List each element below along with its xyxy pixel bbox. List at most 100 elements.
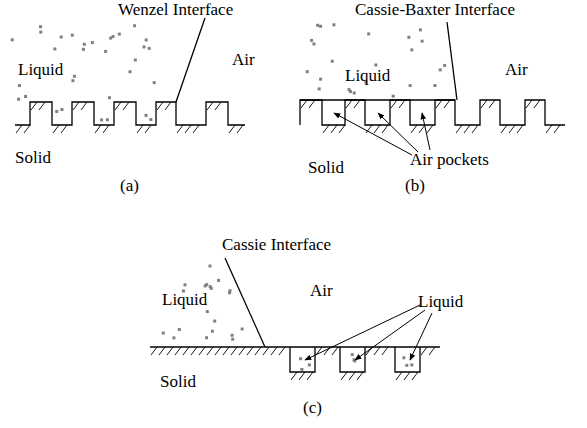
- hatch-line: [472, 125, 478, 133]
- liquid-dot: [60, 108, 63, 111]
- hatch-line: [517, 125, 523, 133]
- liquid-dot: [405, 364, 408, 367]
- hatch-line: [183, 347, 189, 355]
- liquid-dot: [18, 84, 21, 87]
- hatch-line: [159, 347, 165, 355]
- liquid-dot: [217, 279, 220, 282]
- liquid-dot: [299, 357, 302, 360]
- hatch-line: [412, 372, 418, 380]
- hatch-line: [231, 347, 237, 355]
- liquid-dot: [82, 48, 85, 51]
- liquid-dot: [206, 310, 209, 313]
- liquid-dot: [433, 84, 436, 87]
- leader-arrow: [334, 113, 412, 155]
- liquid-dot: [443, 64, 446, 67]
- hatch-line: [391, 100, 397, 108]
- hatch-line: [554, 125, 560, 133]
- leader-arrow: [422, 113, 430, 150]
- illustration-layer: [11, 18, 565, 380]
- liquid-dot: [319, 78, 322, 81]
- hatch-line: [237, 125, 243, 133]
- hatch-line: [167, 347, 173, 355]
- liquid-dot: [213, 320, 216, 323]
- liquid-dot: [73, 75, 76, 78]
- liquid-dot: [208, 265, 211, 268]
- hatch-line: [323, 125, 329, 133]
- hatch-line: [534, 100, 540, 108]
- hatch-line: [255, 347, 261, 355]
- liquid-dot: [419, 28, 422, 31]
- phase-label: Liquid: [18, 60, 63, 80]
- hatch-line: [239, 347, 245, 355]
- liquid-dot: [228, 289, 231, 292]
- hatch-line: [175, 347, 181, 355]
- interface-line: [176, 18, 205, 102]
- liquid-dot: [149, 118, 152, 121]
- hatch-line: [489, 100, 495, 108]
- liquid-dot: [184, 283, 187, 286]
- hatch-line: [301, 100, 307, 108]
- hatch-line: [444, 100, 450, 108]
- liquid-dot: [402, 356, 405, 359]
- hatch-line: [16, 125, 22, 133]
- interface-title: Wenzel Interface: [118, 0, 233, 20]
- hatch-line: [207, 347, 213, 355]
- liquid-dot: [11, 38, 14, 41]
- hatch-line: [382, 347, 388, 355]
- hatch-line: [115, 102, 121, 110]
- liquid-dot: [241, 328, 244, 331]
- liquid-dot: [421, 40, 424, 43]
- liquid-dot: [145, 38, 148, 41]
- hatch-line: [157, 102, 163, 110]
- phase-label: Liquid: [345, 66, 390, 86]
- phase-label: Air: [310, 281, 333, 301]
- liquid-dot: [118, 33, 121, 36]
- hatch-line: [509, 125, 515, 133]
- liquid-dot: [316, 24, 319, 27]
- liquid-dot: [129, 70, 132, 73]
- hatch-line: [456, 125, 462, 133]
- liquid-dot: [367, 32, 370, 35]
- hatch-line: [229, 125, 235, 133]
- hatch-line: [357, 372, 363, 380]
- hatch-line: [279, 347, 285, 355]
- solid-hatching: [16, 102, 243, 133]
- phase-label: Air: [232, 50, 255, 70]
- liquid-dot: [300, 368, 303, 371]
- leader-arrow: [355, 310, 425, 360]
- hatch-line: [419, 125, 425, 133]
- liquid-dot: [83, 43, 86, 46]
- panel-tag: (c): [303, 398, 322, 418]
- interface-title: Cassie-Baxter Interface: [355, 0, 515, 20]
- hatch-line: [24, 125, 30, 133]
- liquid-dot: [209, 285, 212, 288]
- liquid-dot: [55, 110, 58, 113]
- liquid-dot: [306, 70, 309, 73]
- liquid-dot: [106, 118, 109, 121]
- hatch-line: [399, 100, 405, 108]
- panel-tag: (a): [120, 176, 139, 196]
- liquid-base-line: [300, 99, 455, 100]
- hatch-line: [223, 347, 229, 355]
- interface-line: [225, 258, 265, 347]
- hatch-line: [199, 347, 205, 355]
- hatch-line: [193, 125, 199, 133]
- liquid-dot: [133, 24, 136, 27]
- liquid-dot: [308, 363, 311, 366]
- hatch-line: [123, 102, 129, 110]
- hatch-line: [307, 372, 313, 380]
- liquid-dot: [145, 114, 148, 117]
- hatch-line: [382, 125, 388, 133]
- liquid-dot: [142, 45, 145, 48]
- liquid-dot: [148, 47, 151, 50]
- liquid-dot: [392, 95, 395, 98]
- phase-label: Solid: [15, 148, 51, 168]
- liquid-dot: [39, 31, 42, 34]
- liquid-dot: [439, 68, 442, 71]
- liquid-dot: [100, 118, 103, 121]
- hatch-line: [215, 347, 221, 355]
- hatch-line: [404, 372, 410, 380]
- liquid-dot: [39, 25, 42, 28]
- hatch-line: [309, 100, 315, 108]
